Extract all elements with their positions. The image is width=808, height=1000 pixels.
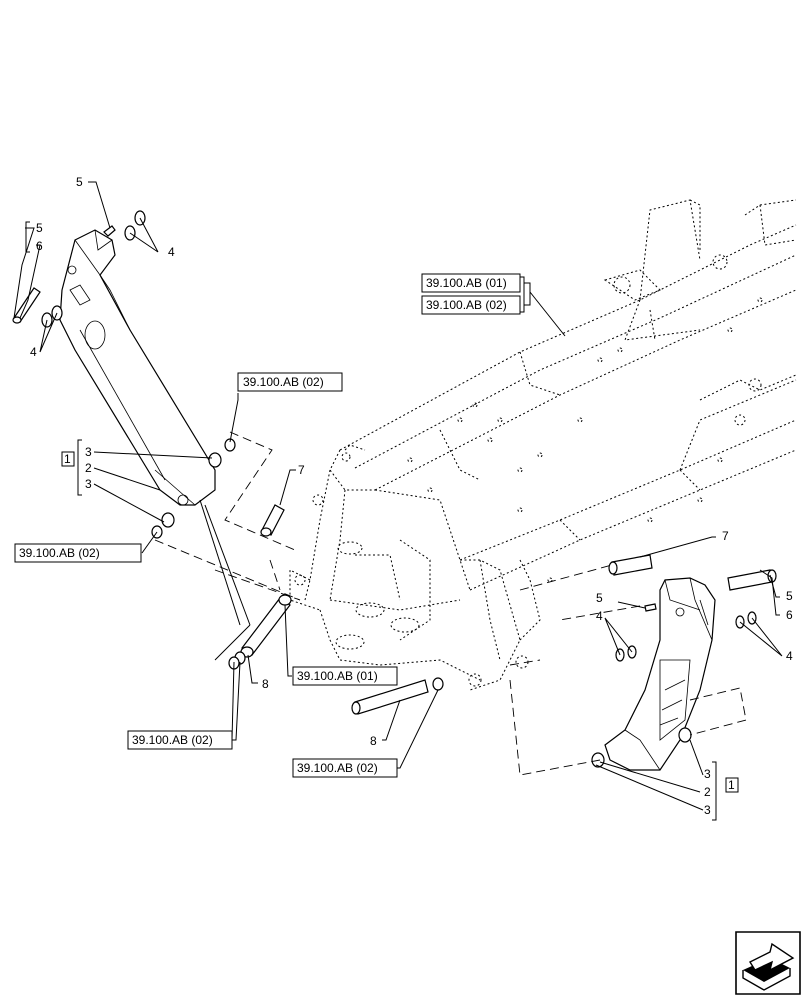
ref-center-02: 39.100.AB (02) <box>297 761 378 775</box>
left-boom-support-arm <box>59 229 216 506</box>
ref-top-01: 39.100.AB (01) <box>426 276 507 290</box>
left-arm-hardware <box>12 210 236 539</box>
callout-4-top: 4 <box>168 245 175 259</box>
callout-8-left: 8 <box>262 677 269 691</box>
ref-pin-01: 39.100.AB (01) <box>297 669 378 683</box>
callout-3-right-b: 3 <box>704 803 711 817</box>
ref-arm-top-02: 39.100.AB (02) <box>243 375 324 389</box>
callout-4-right-arm: 4 <box>596 609 603 623</box>
reference-boxes: 39.100.AB (01) 39.100.AB (02) 39.100.AB … <box>14 273 521 778</box>
group-1-left: 1 <box>64 452 71 466</box>
chassis-frame <box>289 199 797 691</box>
ref-lower-left-02: 39.100.AB (02) <box>132 733 213 747</box>
callout-7-right: 7 <box>722 529 729 543</box>
callout-4-left: 4 <box>30 345 37 359</box>
callout-7-center: 7 <box>298 463 305 477</box>
callout-6-right: 6 <box>786 608 793 622</box>
ref-left-02: 39.100.AB (02) <box>19 546 100 560</box>
callout-2-left: 2 <box>85 461 92 475</box>
callout-4-right: 4 <box>786 649 793 663</box>
group-1-right: 1 <box>728 778 735 792</box>
callout-8-center: 8 <box>370 734 377 748</box>
callout-6-left: 6 <box>36 239 43 253</box>
callout-3-right-a: 3 <box>704 767 711 781</box>
callout-5-left: 5 <box>36 221 43 235</box>
callout-5-top: 5 <box>76 175 83 189</box>
center-pins <box>228 504 444 715</box>
right-boom-support-arm <box>604 577 716 771</box>
callout-3-left-b: 3 <box>85 477 92 491</box>
callout-5-right: 5 <box>786 589 793 603</box>
callout-2-right: 2 <box>704 785 711 799</box>
callout-5-right-arm: 5 <box>596 591 603 605</box>
ref-top-02: 39.100.AB (02) <box>426 298 507 312</box>
callout-labels: 5 4 5 6 4 1 3 2 3 7 8 8 7 5 4 5 6 4 3 2 … <box>30 175 793 817</box>
callout-3-left-a: 3 <box>85 445 92 459</box>
assembly-guide-lines <box>154 431 747 776</box>
next-page-arrow-icon[interactable] <box>735 931 801 995</box>
group-brackets <box>25 221 717 821</box>
